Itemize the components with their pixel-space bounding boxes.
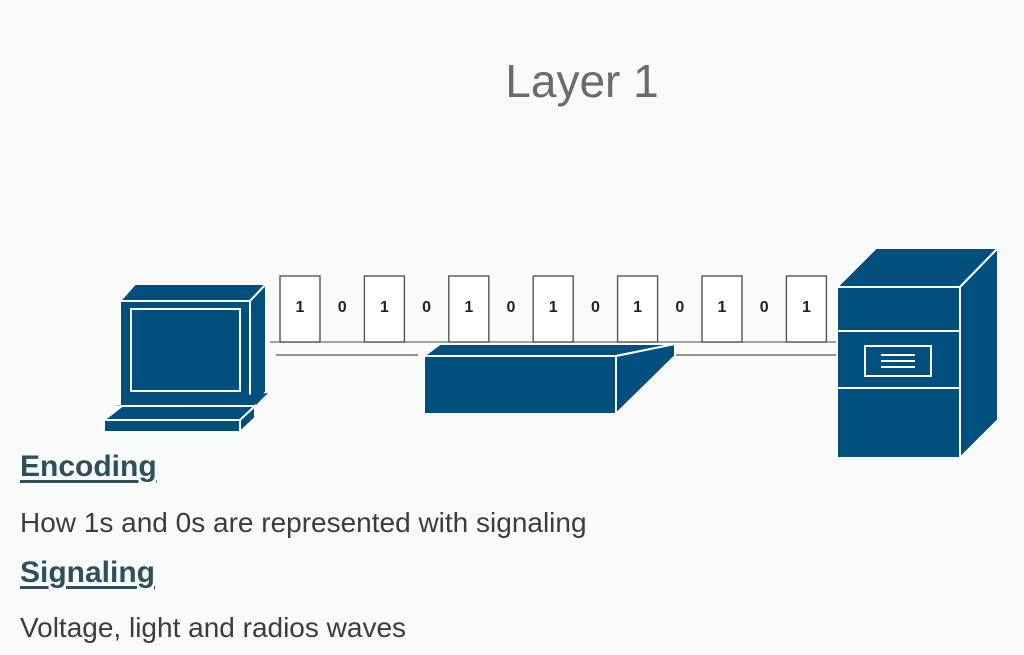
workstation-icon [101, 281, 269, 435]
bit-label: 1 [802, 299, 811, 316]
encoding-heading: Encoding [20, 450, 157, 483]
bit-cell: 0 [675, 299, 684, 316]
bit-box [616, 275, 659, 343]
bit-cell: 0 [507, 299, 516, 316]
bit-box [785, 275, 828, 343]
signaling-heading: Signaling [20, 556, 155, 589]
bit-label: 1 [718, 299, 727, 316]
bit-label: 0 [675, 299, 684, 316]
bit-cell: 1 [363, 275, 406, 343]
encoding-description: How 1s and 0s are represented with signa… [20, 507, 587, 538]
bit-box [279, 275, 321, 343]
bit-label: 1 [549, 299, 558, 316]
bit-cell: 1 [448, 275, 490, 343]
bit-cell: 0 [591, 299, 600, 316]
bit-label: 0 [422, 299, 431, 316]
page-title: Layer 1 [505, 55, 659, 107]
bit-label: 0 [507, 299, 516, 316]
bit-box [532, 275, 574, 343]
bit-cell: 0 [338, 299, 347, 316]
bit-cell: 1 [785, 275, 828, 343]
bit-label: 1 [296, 299, 305, 316]
bit-label: 0 [591, 299, 600, 316]
server-icon [834, 245, 1001, 461]
bit-label: 0 [760, 299, 769, 316]
signaling-description: Voltage, light and radios waves [20, 612, 407, 643]
bit-box [448, 275, 490, 343]
bit-box [701, 275, 743, 343]
bit-cell: 1 [532, 275, 574, 343]
bit-label: 1 [380, 299, 389, 316]
bit-label: 1 [633, 299, 642, 316]
bit-stream: 1 0 1 0 1 0 1 0 1 0 1 0 1 [279, 275, 828, 343]
bit-cell: 0 [422, 299, 431, 316]
switch-icon [421, 342, 676, 417]
bit-cell: 0 [760, 299, 769, 316]
bit-cell: 1 [616, 275, 659, 343]
bit-cell: 1 [701, 275, 743, 343]
bit-box [363, 275, 406, 343]
bit-label: 1 [464, 299, 473, 316]
bit-label: 0 [338, 299, 347, 316]
bit-cell: 1 [279, 275, 321, 343]
